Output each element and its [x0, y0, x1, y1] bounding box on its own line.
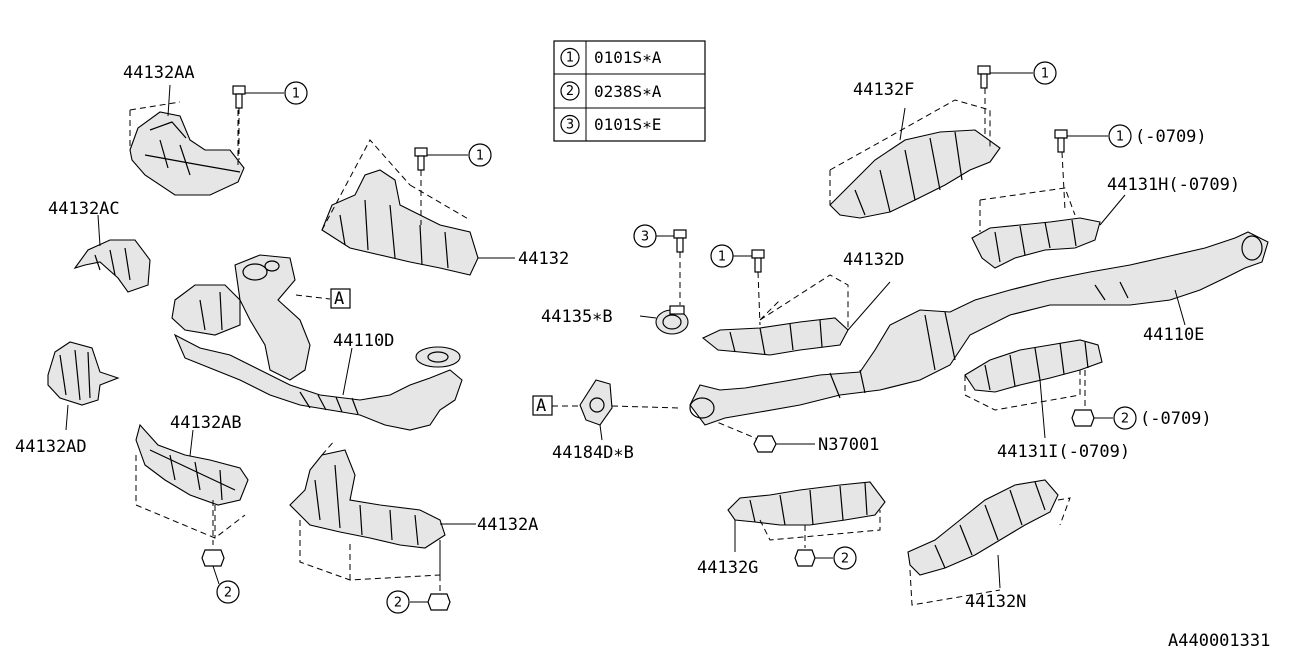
label-44132: 44132 [518, 249, 569, 269]
label-44131I: 44131I(-0709) [997, 442, 1130, 462]
nut-icon [794, 549, 816, 567]
callout-circle [1033, 61, 1057, 85]
clamp-44135B [655, 305, 689, 335]
callout-circle [216, 580, 240, 604]
legend-table: 1 0101S∗A 2 0238S∗A 3 0101S∗E [553, 40, 706, 142]
diagram-id: A440001331 [1168, 631, 1270, 651]
label-44132AD: 44132AD [15, 437, 87, 457]
legend-code-3: 0101S∗E [594, 115, 661, 134]
heat-shield-44132 [321, 139, 515, 276]
heat-shield-44132G [727, 481, 886, 552]
nut-icon [753, 435, 777, 453]
bolt-icon [673, 229, 687, 253]
callout-circle [833, 546, 857, 570]
callout-a: 2 [394, 596, 402, 611]
label-44184DB: 44184D∗B [552, 443, 634, 463]
exhaust-pipe-44110E [689, 231, 1269, 426]
legend-num-3: 3 [566, 118, 574, 133]
label-N37001: N37001 [818, 435, 879, 455]
callout-circle [468, 143, 492, 167]
bolt-icon [1054, 129, 1068, 153]
heat-shield-44132N [907, 479, 1071, 606]
callout-d: 1 [718, 250, 726, 265]
bolt-icon [414, 147, 428, 171]
label-44131H: 44131H(-0709) [1107, 175, 1240, 195]
exhaust-pipe-44110D [171, 254, 463, 431]
legend-circle-1 [560, 47, 580, 68]
heat-shield-44132AB [135, 423, 249, 539]
callout-i: 2 [1121, 412, 1129, 427]
heat-shield-44132AC [73, 214, 151, 293]
callout-h: 1 [1116, 130, 1124, 145]
label-44135B: 44135∗B [541, 307, 613, 327]
label-44132AA: 44132AA [123, 63, 195, 83]
callout-circle [1113, 406, 1137, 430]
callout-circle [386, 590, 410, 614]
heat-shield-44132AA [129, 84, 245, 196]
label-44110E: 44110E [1143, 325, 1204, 345]
heat-shield-44132A [289, 439, 476, 581]
heat-shield-44131H [971, 187, 1126, 269]
label-44132A: 44132A [477, 515, 538, 535]
legend-num-1: 1 [566, 51, 574, 66]
label-44132AC: 44132AC [48, 199, 120, 219]
callout-h-note: (-0709) [1135, 127, 1207, 147]
legend-num-2: 2 [566, 84, 574, 99]
callout-clamp: 3 [641, 230, 649, 245]
legend-code-2: 0238S∗A [594, 82, 662, 101]
heat-shield-44131I [964, 339, 1103, 439]
legend-circle-2 [560, 81, 580, 101]
ref-a-right-label: A [536, 396, 546, 416]
label-44132AB: 44132AB [170, 413, 242, 433]
bolt-icon [977, 65, 991, 89]
callout-f: 1 [1041, 67, 1049, 82]
nut-icon [1071, 409, 1095, 427]
callout-44132: 1 [476, 149, 484, 164]
bolt-icon [232, 85, 246, 109]
heat-shield-44132AD [47, 341, 120, 431]
label-44132G: 44132G [697, 558, 758, 578]
callout-circle [1108, 124, 1132, 148]
nut-icon [201, 549, 225, 567]
heat-shield-44132D [701, 274, 891, 356]
bolt-icon [751, 249, 765, 273]
label-44132D: 44132D [843, 250, 904, 270]
callout-circle [284, 81, 308, 105]
gasket-44184DB [579, 379, 613, 426]
legend-circle-3 [560, 114, 580, 135]
ref-box-a-left [330, 288, 351, 309]
callout-i-note: (-0709) [1140, 409, 1212, 429]
label-44110D: 44110D [333, 331, 394, 351]
ref-a-left-label: A [334, 289, 344, 309]
label-44132F: 44132F [853, 80, 914, 100]
legend-code-1: 0101S∗A [594, 48, 662, 67]
label-44132N: 44132N [965, 592, 1026, 612]
callout-ab: 2 [224, 586, 232, 601]
heat-shield-44132F [829, 99, 1001, 219]
callout-aa: 1 [292, 87, 300, 102]
nut-icon [427, 593, 451, 611]
callout-g: 2 [841, 552, 849, 567]
